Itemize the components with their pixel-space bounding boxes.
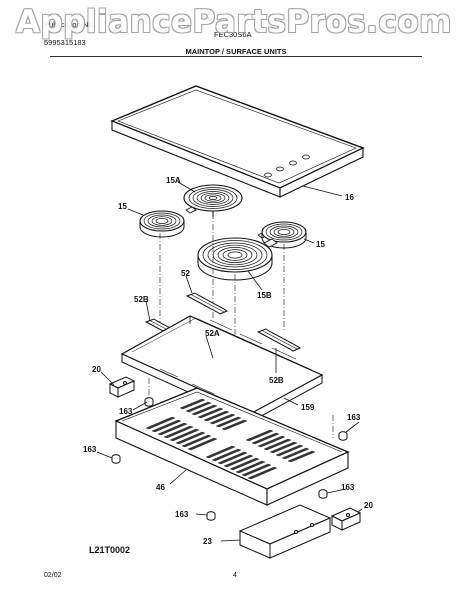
leader-lines bbox=[96, 181, 363, 542]
cooktop-glass-16 bbox=[110, 85, 365, 198]
callout-163-d: 163 bbox=[341, 483, 355, 492]
bracket-20-left bbox=[108, 376, 136, 398]
watermark-logo: AppliancePartsPros.com bbox=[16, 4, 452, 40]
junction-box-23 bbox=[238, 504, 332, 559]
alignment-lines bbox=[148, 213, 334, 438]
callout-15b: 15B bbox=[257, 291, 272, 300]
callout-163-b: 163 bbox=[347, 413, 361, 422]
callout-52: 52 bbox=[181, 269, 190, 278]
callout-163-a: 163 bbox=[119, 407, 133, 416]
surface-element-15-left bbox=[139, 206, 197, 238]
model-number: FEC30S6A bbox=[214, 30, 252, 39]
callout-159: 159 bbox=[301, 403, 315, 412]
grommet-163-b bbox=[338, 431, 348, 441]
callout-52a: 52A bbox=[205, 329, 220, 338]
grommet-163-group bbox=[111, 397, 348, 521]
callout-16: 16 bbox=[345, 193, 354, 202]
callout-labels: 15A 15 16 15 15B 52 52B 52A 52B 20 159 1… bbox=[83, 176, 373, 546]
page-number: 4 bbox=[233, 572, 237, 579]
grommet-163-c bbox=[111, 454, 121, 464]
callout-163-c: 163 bbox=[83, 445, 97, 454]
callout-15-left: 15 bbox=[118, 202, 127, 211]
callout-15a: 15A bbox=[166, 176, 181, 185]
bracket-52 bbox=[185, 292, 229, 315]
bracket-20-right bbox=[330, 507, 362, 531]
grommet-163-e bbox=[206, 511, 216, 521]
grommet-163-d bbox=[318, 489, 328, 499]
grommet-163-a bbox=[144, 397, 154, 407]
callout-46: 46 bbox=[156, 483, 165, 492]
callout-52b-left: 52B bbox=[134, 295, 149, 304]
callout-20-right: 20 bbox=[364, 501, 373, 510]
burner-box-46 bbox=[114, 387, 350, 506]
bracket-52b-right bbox=[256, 328, 302, 352]
callout-15-right: 15 bbox=[316, 240, 325, 249]
callout-23: 23 bbox=[203, 537, 212, 546]
diagram-reference: L21T0002 bbox=[89, 545, 131, 555]
publication-number: 5995315183 bbox=[44, 38, 86, 47]
surface-element-15-right bbox=[257, 221, 307, 249]
footer-date: 02/02 bbox=[44, 572, 62, 579]
publication-label: Publication No. bbox=[44, 20, 95, 29]
surface-element-15b bbox=[197, 237, 278, 281]
callout-20-left: 20 bbox=[92, 365, 101, 374]
surface-element-15a bbox=[183, 184, 243, 217]
header-rule bbox=[50, 56, 422, 57]
section-title: MAINTOP / SURFACE UNITS bbox=[185, 47, 287, 56]
callout-52b-right: 52B bbox=[269, 376, 284, 385]
callout-163-e: 163 bbox=[175, 510, 189, 519]
